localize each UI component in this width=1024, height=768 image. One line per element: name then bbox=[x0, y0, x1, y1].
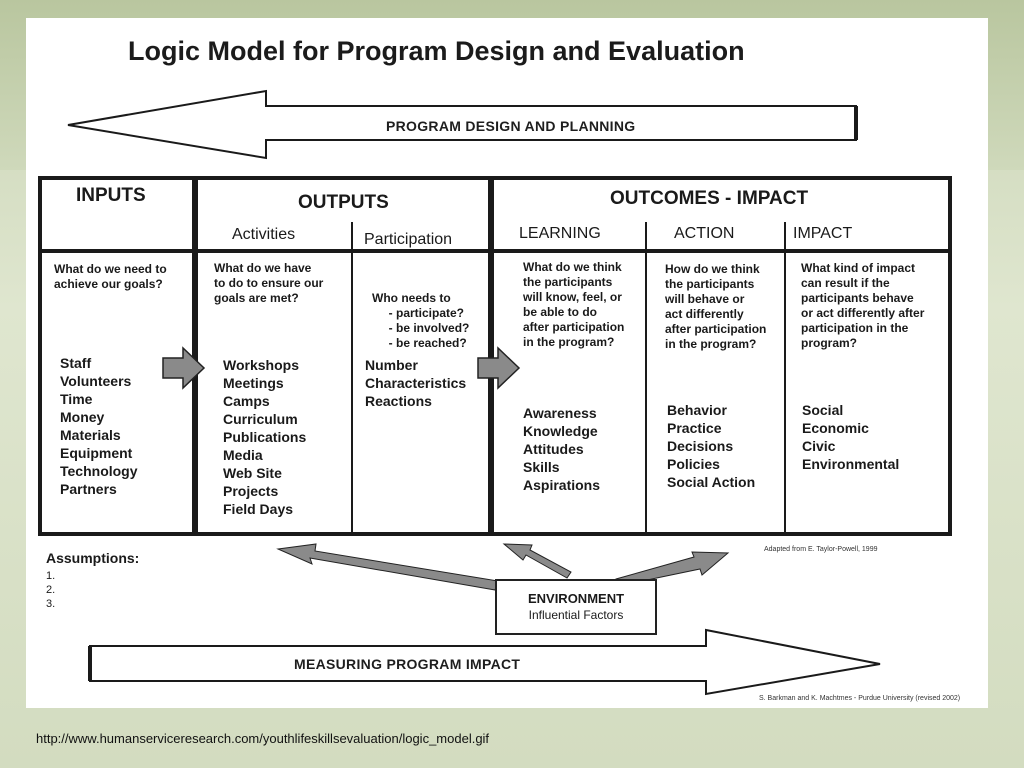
list-item: 2. bbox=[46, 584, 56, 596]
header-participation: Participation bbox=[364, 231, 453, 248]
list-item: Field Days bbox=[223, 501, 294, 517]
outputs-to-outcomes-arrow bbox=[477, 346, 521, 390]
list-item: Civic bbox=[802, 438, 836, 454]
list-item: 1. bbox=[46, 570, 56, 582]
header-learning: LEARNING bbox=[519, 225, 601, 242]
list-item: Skills bbox=[523, 459, 560, 475]
diagram-graphics bbox=[38, 89, 952, 696]
environment-title: ENVIRONMENT bbox=[527, 591, 625, 606]
list-item: Projects bbox=[223, 483, 279, 499]
list-item: Policies bbox=[667, 456, 720, 472]
header-outcomes: OUTCOMES - IMPACT bbox=[610, 188, 809, 209]
author-credit: S. Barkman and K. Machtmes - Purdue Univ… bbox=[759, 695, 961, 702]
list-item: Workshops bbox=[223, 357, 299, 373]
measuring-impact-arrow bbox=[89, 628, 881, 696]
source-url: http://www.humanserviceresearch.com/yout… bbox=[36, 731, 490, 746]
env-arrow-outputs bbox=[276, 543, 499, 591]
inputs-to-outputs-arrow bbox=[162, 346, 206, 390]
list-item: Partners bbox=[60, 481, 117, 497]
list-item: Awareness bbox=[523, 405, 597, 421]
header-activities: Activities bbox=[232, 226, 296, 243]
assumptions-heading: Assumptions: bbox=[46, 550, 140, 566]
environment-box: ENVIRONMENT Influential Factors bbox=[495, 579, 657, 635]
list-item: Social bbox=[802, 402, 844, 418]
list-item: Knowledge bbox=[523, 423, 598, 439]
header-inputs: INPUTS bbox=[76, 185, 146, 206]
list-item: Environmental bbox=[802, 456, 900, 472]
list-item: Time bbox=[60, 391, 93, 407]
environment-subtitle: Influential Factors bbox=[528, 608, 624, 622]
list-item: Practice bbox=[667, 420, 722, 436]
table-frame bbox=[38, 176, 952, 536]
list-item: Publications bbox=[223, 429, 307, 445]
list-item: Attitudes bbox=[523, 441, 584, 457]
env-arrow-learning bbox=[502, 543, 572, 579]
design-planning-label: PROGRAM DESIGN AND PLANNING bbox=[386, 118, 636, 134]
list-item: Materials bbox=[60, 427, 121, 443]
list-item: Media bbox=[223, 447, 263, 463]
slide: Logic Model for Program Design and Evalu… bbox=[26, 18, 988, 708]
list-item: Money bbox=[60, 409, 105, 425]
adapted-credit: Adapted from E. Taylor-Powell, 1999 bbox=[764, 546, 878, 553]
list-item: 3. bbox=[46, 598, 56, 610]
header-action: ACTION bbox=[674, 225, 735, 242]
list-item: Social Action bbox=[667, 474, 756, 490]
list-item: Staff bbox=[60, 355, 92, 371]
list-item: Technology bbox=[60, 463, 138, 479]
list-item: Curriculum bbox=[223, 411, 298, 427]
assumptions-list: 1. 2. 3. bbox=[46, 569, 55, 611]
list-item: Equipment bbox=[60, 445, 133, 461]
list-item: Reactions bbox=[365, 393, 432, 409]
measuring-impact-label: MEASURING PROGRAM IMPACT bbox=[294, 656, 521, 672]
list-item: Web Site bbox=[223, 465, 282, 481]
list-item: Meetings bbox=[223, 375, 284, 391]
list-item: Camps bbox=[223, 393, 270, 409]
question-participation: Who needs to - participate? - be involve… bbox=[372, 291, 470, 350]
header-impact: IMPACT bbox=[793, 225, 853, 242]
list-item: Number bbox=[365, 357, 418, 373]
list-item: Aspirations bbox=[523, 477, 601, 493]
list-item: Behavior bbox=[667, 402, 727, 418]
list-item: Decisions bbox=[667, 438, 734, 454]
list-item: Volunteers bbox=[60, 373, 132, 389]
page-title: Logic Model for Program Design and Evalu… bbox=[128, 36, 745, 66]
list-item: Characteristics bbox=[365, 375, 467, 391]
header-outputs: OUTPUTS bbox=[298, 192, 389, 213]
list-item: Economic bbox=[802, 420, 869, 436]
